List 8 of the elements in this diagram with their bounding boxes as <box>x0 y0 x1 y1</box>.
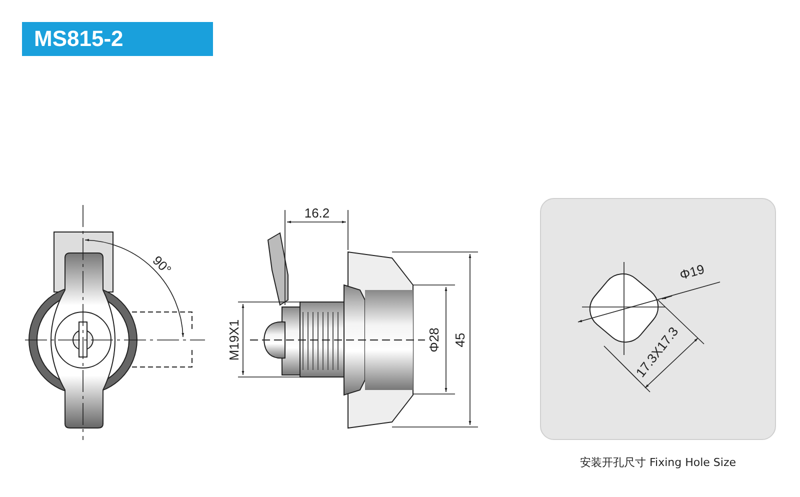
dimension-text: Φ19 <box>678 262 706 282</box>
dimension-text: Φ28 <box>428 328 440 352</box>
model-title: MS815-2 <box>22 22 213 56</box>
dimension-text: M19X1 <box>228 319 240 361</box>
dimension-text: 16.2 <box>304 206 330 220</box>
dimension-text: 45 <box>454 332 466 348</box>
caption: 安装开孔尺寸 Fixing Hole Size <box>580 455 736 470</box>
dimension-text: 90° <box>150 253 174 277</box>
